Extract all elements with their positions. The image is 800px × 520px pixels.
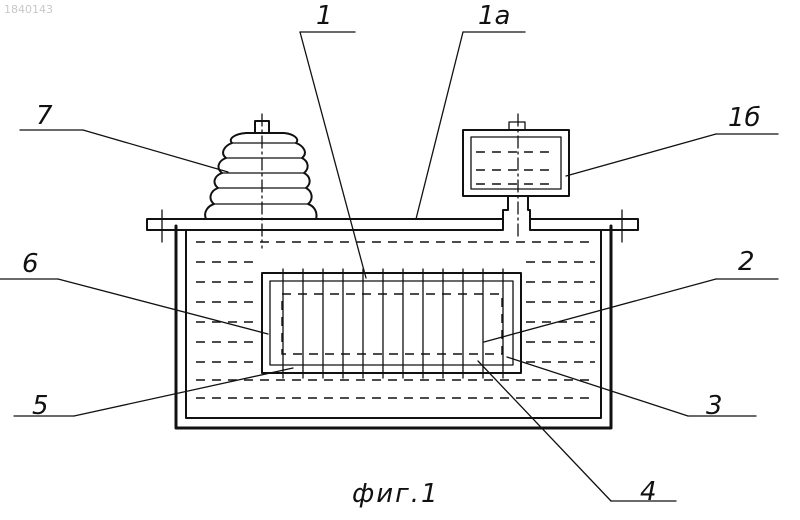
label-5: 5 [32,391,49,421]
tank-oil [196,242,595,398]
label-6: 6 [22,249,39,279]
label-2: 2 [738,247,755,277]
document-stamp: 1840143 [4,3,53,16]
bushing [205,114,316,248]
label-7: 7 [36,101,53,131]
label-1: 1 [316,1,333,31]
figure-caption: фиг.1 [352,479,440,509]
label-3: 3 [706,391,723,421]
label-4: 4 [640,477,657,507]
label-1a: 1а [478,1,510,31]
label-1b: 1б [728,103,761,133]
leader-lines [0,32,778,501]
active-part [262,269,521,378]
